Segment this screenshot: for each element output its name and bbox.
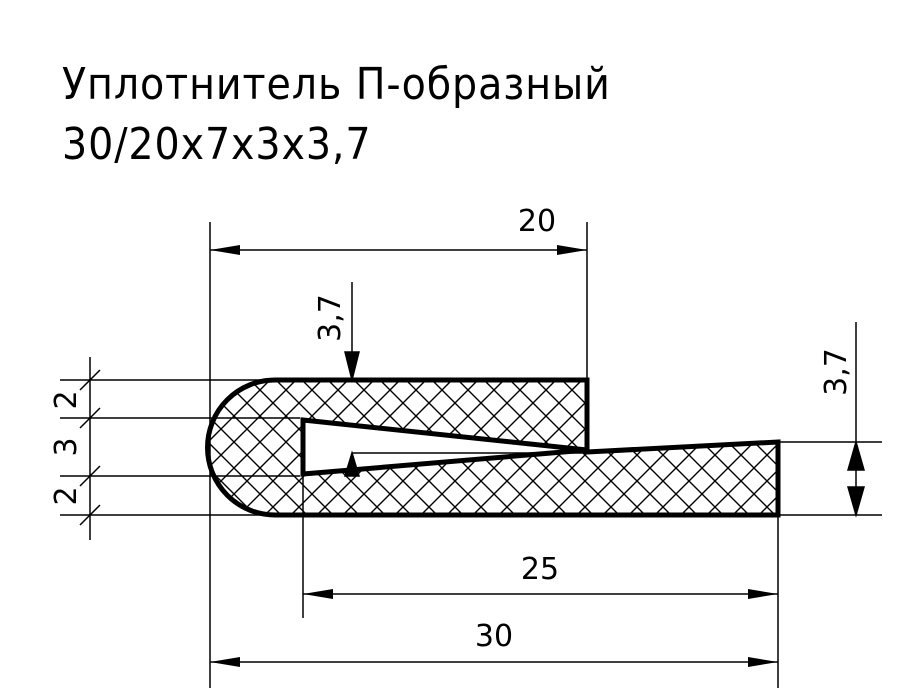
dim-label-left-top: 2 [49,390,84,409]
arrow-right-down [847,486,865,518]
title-line-1: Уплотнитель П-образный [62,59,611,110]
title-line-2: 30/20х7х3х3,7 [62,119,372,170]
dim-label-30: 30 [475,619,513,654]
drawing-title: Уплотнитель П-образный 30/20х7х3х3,7 [62,55,611,175]
arrow-slot-up [343,450,361,477]
extension-lines [60,222,882,688]
arrow-slot-down [344,351,360,381]
dim-label-left-bottom: 2 [49,486,84,505]
dimension-lines [89,245,857,667]
arrow-right-up [847,439,865,471]
seal-section [205,377,781,518]
arrow-marks [79,351,865,526]
profile-outline [205,377,781,518]
dim-label-20: 20 [518,204,556,239]
dim-label-right-37: 3,7 [819,348,854,396]
dim-label-25: 25 [521,552,559,587]
dim-label-left-middle: 3 [49,437,84,456]
dim-label-slot-37: 3,7 [313,294,348,342]
